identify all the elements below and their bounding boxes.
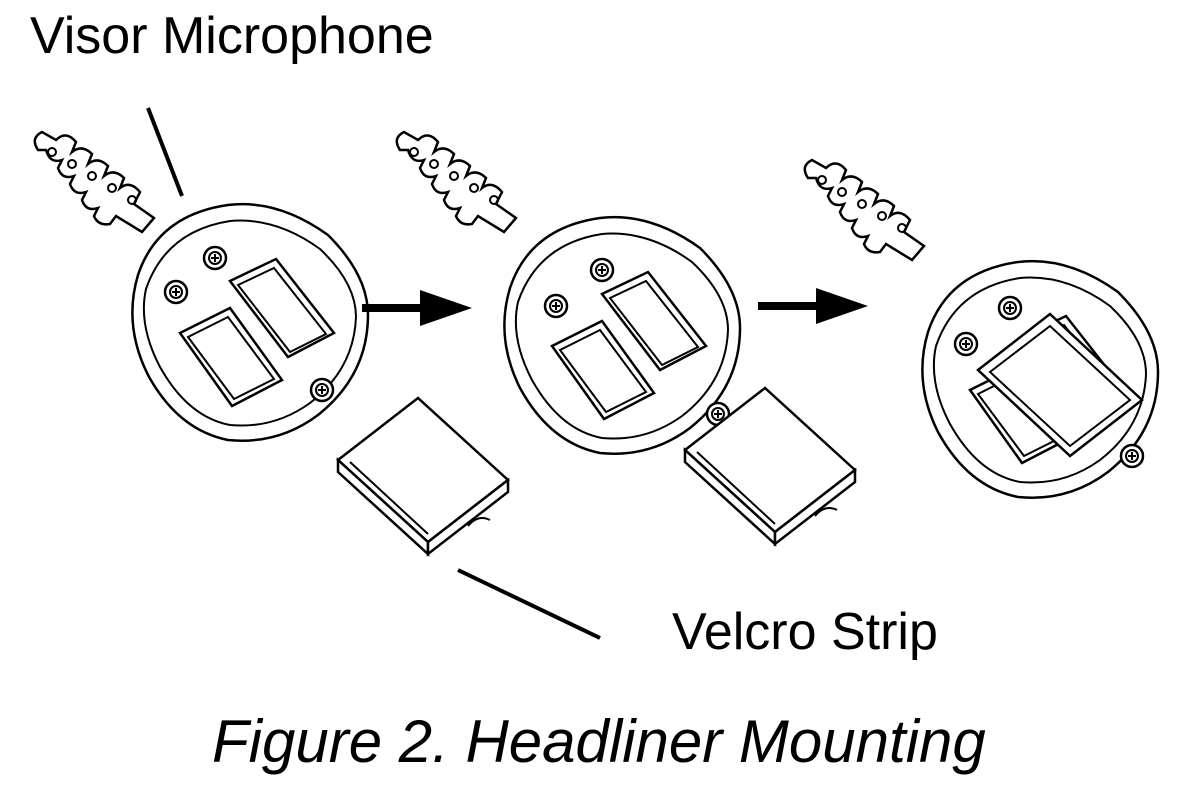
visor-microphone-label: Visor Microphone — [30, 7, 434, 65]
step-3-mounted-microphone — [803, 158, 1160, 499]
step-2-microphone — [395, 130, 742, 455]
velcro-strip-leader-line — [457, 568, 601, 640]
right-arrow-icon — [758, 288, 868, 324]
step-1-velcro-strip — [336, 396, 510, 556]
step-1-microphone — [33, 130, 370, 442]
right-arrow-icon — [362, 290, 472, 326]
visor-microphone-leader-line — [146, 107, 184, 197]
velcro-strip-label: Velcro Strip — [672, 603, 938, 661]
figure-caption: Figure 2. Headliner Mounting — [212, 708, 986, 775]
